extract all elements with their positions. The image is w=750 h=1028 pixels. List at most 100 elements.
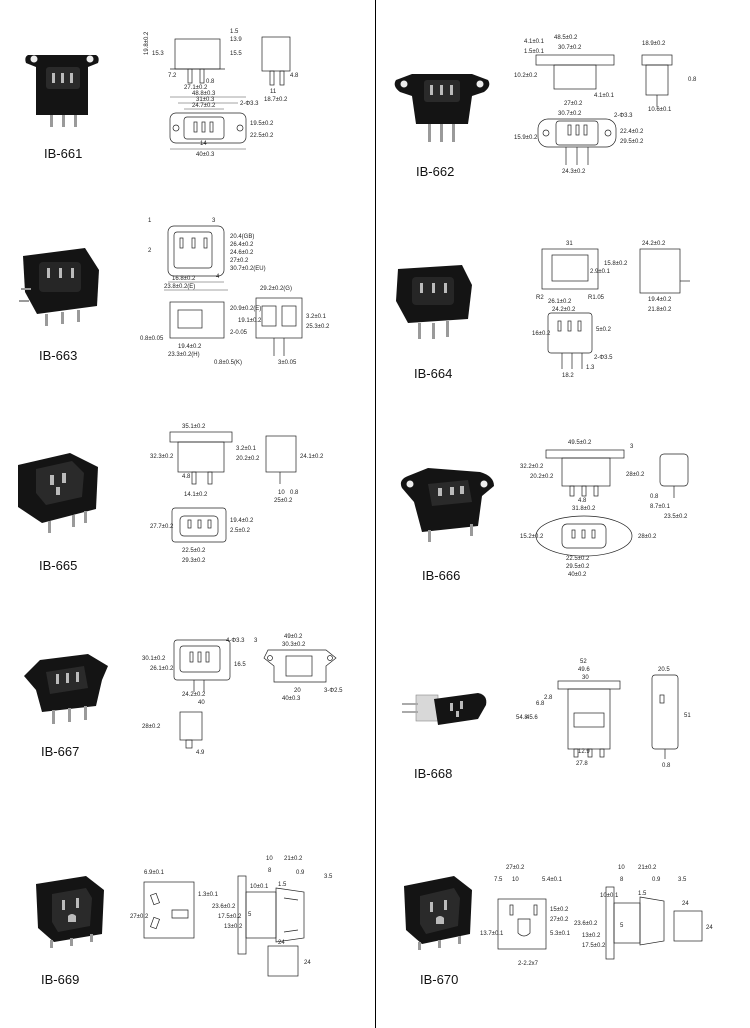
dim: 4-Φ3.3 <box>226 638 245 644</box>
dim: 13±0.2 <box>224 924 243 930</box>
dim: 19.1±0.2 <box>238 318 262 324</box>
dim: 22.5±0.2 <box>250 133 274 139</box>
dim: 30.7±0.2 <box>558 111 582 117</box>
dim: 45.6 <box>526 715 538 721</box>
dim: 35.1±0.2 <box>182 424 206 430</box>
dim: 18.7±0.2 <box>264 97 288 103</box>
dim: R1.05 <box>588 295 605 301</box>
dim: 4.1±0.1 <box>524 39 545 45</box>
dim: 19.4±0.2 <box>178 344 202 350</box>
dim: 14 <box>200 141 207 147</box>
dim: 2-0.05 <box>230 330 248 336</box>
dim: 3 <box>212 218 216 224</box>
dim: 5 <box>620 923 624 929</box>
dim: 1.5±0.1 <box>524 49 545 55</box>
dim: 16.5 <box>234 662 246 668</box>
dim: 23.6±0.2 <box>574 921 598 927</box>
dim: 1.3±0.1 <box>198 892 219 898</box>
dim: 27±0.2 <box>550 917 569 923</box>
dim: 1.3 <box>586 365 595 371</box>
dim: 5±0.2 <box>596 327 612 333</box>
dim: 40 <box>198 700 205 706</box>
dim: 2.9±0.1 <box>590 269 611 275</box>
dim: 24.6±0.2 <box>230 250 254 256</box>
dim: 27±0.2 <box>564 101 583 107</box>
dim: 10.2±0.2 <box>514 73 538 79</box>
dimension-drawing-ib667: 4-Φ3.3 3 30.1±0.2 26.1±0.2 16.5 49±0.2 3… <box>142 634 343 756</box>
dim: 15±0.2 <box>550 907 569 913</box>
dim: 24.2±0.2 <box>182 692 206 698</box>
dimension-drawing-ib668: 52 49.6 30 54.8 45.6 6.8 2.8 12.9 27.8 2… <box>516 659 691 769</box>
dim: 0.8 <box>650 494 659 500</box>
dim: 27±0.2 <box>230 258 249 264</box>
dim: 26.4±0.2 <box>230 242 254 248</box>
dim: 30 <box>582 675 589 681</box>
dim: 30.7±0.2 <box>558 45 582 51</box>
dim: 28±0.2 <box>626 472 645 478</box>
dim: 0.8 <box>290 490 299 496</box>
dim: 48.8±0.3 <box>192 91 216 97</box>
dim: 29.5±0.2 <box>620 139 644 145</box>
dim: 3.5 <box>324 874 333 880</box>
dim: 11 <box>270 89 277 95</box>
dim: 19.8±0.2 <box>144 31 150 55</box>
dimension-drawing-ib669: 6.9±0.1 27±0.2 1.3±0.1 10 21±0.2 8 0.9 3… <box>130 856 333 977</box>
dim: 10 <box>278 490 285 496</box>
dim: 0.9 <box>652 877 661 883</box>
dim: 28±0.2 <box>142 724 161 730</box>
dim: 24 <box>278 940 285 946</box>
dim: 27.8 <box>576 761 588 767</box>
product-label-ib661: IB-661 <box>44 146 83 161</box>
dim: 14.1±0.2 <box>184 492 208 498</box>
product-photo-ib663 <box>19 248 99 326</box>
dim: 19.5±0.2 <box>250 121 274 127</box>
dim: 49±0.2 <box>284 634 303 640</box>
dim: 21.8±0.2 <box>648 307 672 313</box>
dim: 0.8 <box>206 79 215 85</box>
dim: 24 <box>304 960 311 966</box>
dim: 1.5 <box>230 29 239 35</box>
product-label-ib666: IB-666 <box>422 568 461 583</box>
dim: 0.8 <box>688 77 697 83</box>
dim: 23.6±0.2 <box>212 904 236 910</box>
dim: 27.1±0.2 <box>184 85 208 91</box>
dim: 15.3 <box>152 51 164 57</box>
dim: 10 <box>266 856 273 862</box>
dim: 23.3±0.2(H) <box>168 352 200 358</box>
product-label-ib662: IB-662 <box>416 164 455 179</box>
dim: 23.5±0.2 <box>664 514 688 520</box>
product-label-ib667: IB-667 <box>41 744 80 759</box>
dim: 27±0.2 <box>506 865 525 871</box>
dim: 0.8±0.05 <box>140 336 164 342</box>
dim: 3 <box>630 444 634 450</box>
dim: 20.9±0.2(E) <box>230 306 261 312</box>
dim: 48.5±0.2 <box>554 35 578 41</box>
dim: 23.8±0.2(E) <box>164 284 195 290</box>
product-photo-ib664 <box>396 265 472 339</box>
dim: 1.5 <box>638 891 647 897</box>
dim: 20.5 <box>658 667 670 673</box>
dim: 21±0.2 <box>638 865 657 871</box>
dimension-drawing-ib666: 49.5±0.2 32.2±0.2 20.2±0.2 3 28±0.2 0.8 … <box>520 440 689 578</box>
product-label-ib670: IB-670 <box>420 972 459 987</box>
dim: 8 <box>620 877 624 883</box>
dim: 32.3±0.2 <box>150 454 174 460</box>
dim: 54.8 <box>516 715 528 721</box>
dim: 0.9 <box>296 870 305 876</box>
dim: 20.2±0.2 <box>236 456 260 462</box>
product-label-ib668: IB-668 <box>414 766 453 781</box>
dim: 20 <box>294 688 301 694</box>
dim: 13.9 <box>230 37 242 43</box>
dim: 3-Φ2.5 <box>324 688 343 694</box>
dimension-drawing-ib665: 35.1±0.2 32.3±0.2 3.2±0.1 20.2±0.2 24.1±… <box>150 424 324 564</box>
dim: 29.2±0.2(G) <box>260 286 292 292</box>
dim: 26.1±0.2 <box>548 299 572 305</box>
dim: 32.2±0.2 <box>520 464 544 470</box>
dim: 10.6±0.1 <box>648 107 672 113</box>
dim: 7.5 <box>494 877 503 883</box>
dimension-drawing-ib664: 31 24.2±0.2 15.8±0.2 2.9±0.1 R2 26.1±0.2… <box>532 241 690 379</box>
dim: 49.6 <box>578 667 590 673</box>
dim: 4 <box>216 274 220 280</box>
dim: 52 <box>580 659 587 665</box>
dim: 27.7±0.2 <box>150 524 174 530</box>
